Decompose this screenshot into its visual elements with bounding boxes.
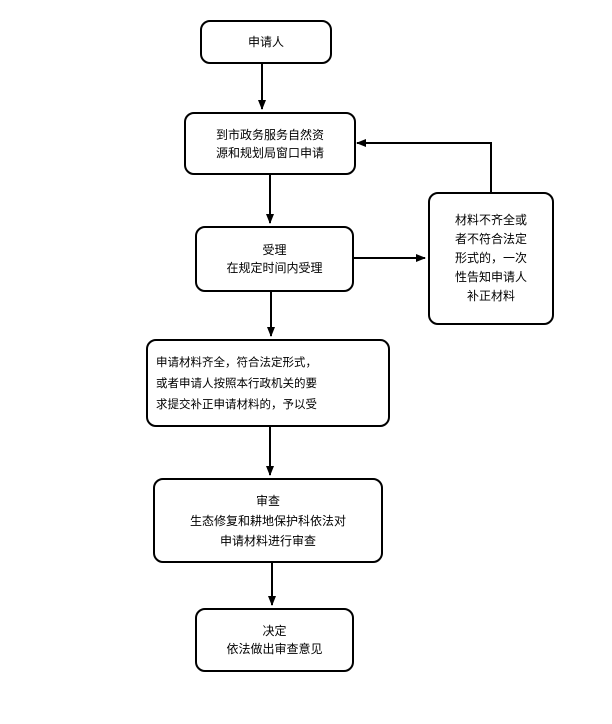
node-window-apply-line-1: 到市政务服务自然资 <box>215 127 324 142</box>
node-supplement-line-5: 补正材料 <box>466 289 515 303</box>
node-applicant: 申请人 <box>200 20 332 64</box>
node-supplement-line-3: 形式的，一次 <box>454 251 527 265</box>
node-accept-line-1: 受理 <box>262 243 287 257</box>
node-decision: 决定 依法做出审查意见 <box>195 608 354 672</box>
node-complete-line-1: 申请材料齐全，符合法定形式， <box>156 354 317 369</box>
node-review-line-1: 审查 <box>255 493 280 508</box>
node-complete-line-3: 求提交补正申请材料的，予以受 <box>156 396 317 411</box>
node-review: 审查 生态修复和耕地保护科依法对 申请材料进行审查 <box>153 478 383 563</box>
node-window-apply: 到市政务服务自然资 源和规划局窗口申请 <box>184 112 356 175</box>
arrow-supplement-to-window <box>356 139 492 192</box>
node-complete: 申请材料齐全，符合法定形式， 或者申请人按照本行政机关的要 求提交补正申请材料的… <box>146 339 390 427</box>
node-decision-line-2: 依法做出审查意见 <box>226 642 323 656</box>
node-supplement-line-4: 性告知申请人 <box>454 270 527 284</box>
node-supplement: 材料不齐全或 者不符合法定 形式的，一次 性告知申请人 补正材料 <box>428 192 554 325</box>
node-applicant-line-1: 申请人 <box>247 35 284 49</box>
node-supplement-line-1: 材料不齐全或 <box>454 213 527 227</box>
node-review-line-3: 申请材料进行审查 <box>219 533 316 548</box>
node-supplement-line-2: 者不符合法定 <box>454 232 527 246</box>
node-accept-line-2: 在规定时间内受理 <box>226 261 323 275</box>
node-decision-line-1: 决定 <box>262 624 287 638</box>
node-accept: 受理 在规定时间内受理 <box>195 226 354 292</box>
node-complete-line-2: 或者申请人按照本行政机关的要 <box>156 375 317 390</box>
node-review-line-2: 生态修复和耕地保护科依法对 <box>189 513 346 528</box>
node-window-apply-line-2: 源和规划局窗口申请 <box>215 145 324 160</box>
